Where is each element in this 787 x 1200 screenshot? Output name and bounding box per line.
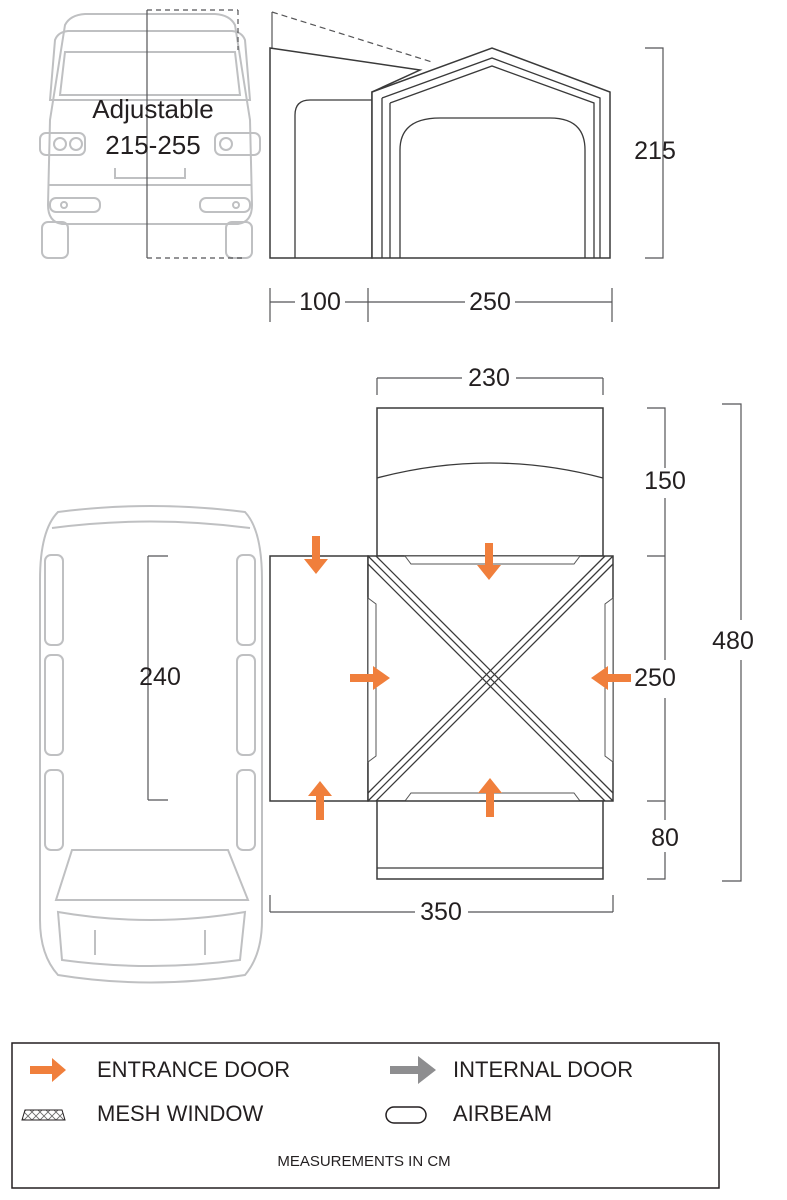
legend-box bbox=[11, 1042, 720, 1189]
floor-plan: 240 230 bbox=[39, 364, 754, 984]
legend-airbeam: AIRBEAM bbox=[453, 1101, 552, 1126]
tent-width-label: 250 bbox=[469, 288, 511, 316]
vehicle-height-range-label: 215-255 bbox=[105, 130, 200, 160]
legend: ENTRANCE DOOR INTERNAL DOOR MESH WINDOW … bbox=[11, 1042, 720, 1189]
depth-dimensions bbox=[647, 403, 742, 882]
top-width-dimension bbox=[376, 377, 604, 395]
vehicle-adjustable-label: Adjustable bbox=[92, 94, 213, 124]
entrance-door-arrows bbox=[304, 536, 631, 820]
grey-arrow-icon bbox=[390, 1056, 436, 1084]
airbeam-pill-icon bbox=[385, 1106, 427, 1124]
van-rear-outline bbox=[39, 9, 261, 259]
total-width-label: 350 bbox=[420, 898, 462, 926]
top-width-label: 230 bbox=[468, 364, 510, 392]
front-canopy bbox=[376, 407, 604, 557]
width-dimension-lines bbox=[269, 288, 613, 322]
vehicle-length-label: 240 bbox=[139, 663, 181, 691]
front-depth-label: 150 bbox=[644, 467, 686, 495]
awning-side-view bbox=[269, 11, 611, 259]
mesh-pattern-icon bbox=[21, 1109, 66, 1121]
total-width-dimension bbox=[269, 895, 614, 913]
orange-arrow-icon bbox=[30, 1058, 66, 1082]
airbeam-frame bbox=[367, 555, 614, 802]
car-top-outline bbox=[39, 505, 263, 984]
drive-width-label: 100 bbox=[299, 288, 341, 316]
total-depth-label: 480 bbox=[712, 627, 754, 655]
legend-measurements-note: MEASUREMENTS IN CM bbox=[277, 1153, 450, 1170]
height-label: 215 bbox=[634, 137, 676, 165]
height-dimension-line bbox=[645, 47, 664, 259]
rear-view: Adjustable 215-255 215 100 25 bbox=[39, 9, 676, 322]
legend-mesh-window: MESH WINDOW bbox=[97, 1101, 263, 1126]
legend-entrance-door: ENTRANCE DOOR bbox=[97, 1057, 290, 1082]
legend-internal-door: INTERNAL DOOR bbox=[453, 1057, 633, 1082]
rear-depth-label: 80 bbox=[651, 824, 679, 852]
main-depth-label: 250 bbox=[634, 664, 676, 692]
